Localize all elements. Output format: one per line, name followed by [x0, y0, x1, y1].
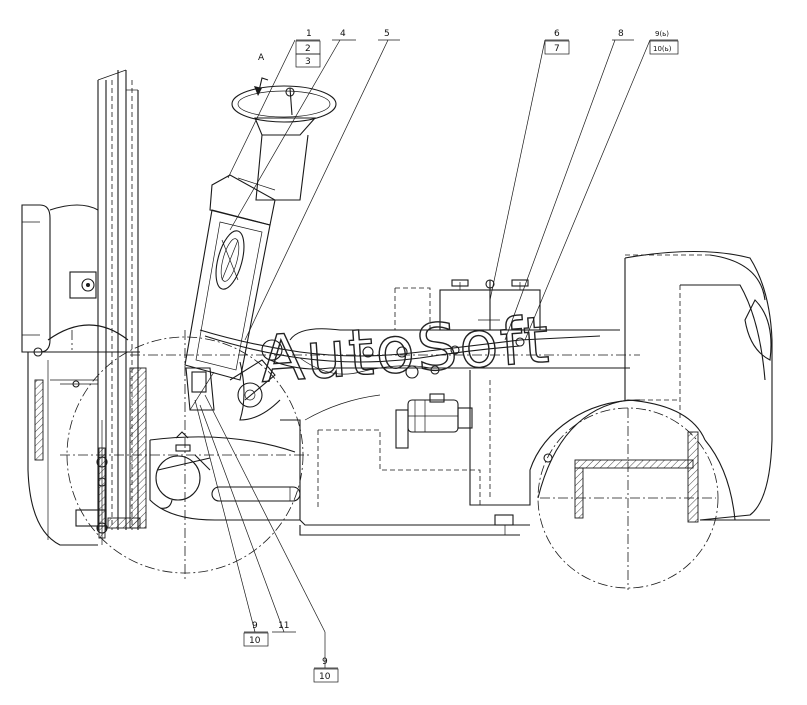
callout-9-right: 9: [322, 657, 328, 667]
dashboard-panel: [184, 209, 281, 421]
battery-area: [199, 279, 601, 379]
lift-mast: [28, 69, 141, 545]
fork-carriage: [21, 204, 129, 546]
svg-text:11: 11: [278, 621, 289, 631]
view-marker-label: A: [258, 53, 265, 63]
callout-9-left: 9: [252, 621, 258, 631]
vehicle-frame: [130, 328, 641, 536]
callout-2: 2: [305, 44, 311, 54]
callout-group-1-2-3: 1 2 3: [295, 29, 321, 68]
svg-text:8: 8: [618, 29, 624, 39]
callout-7: 7: [554, 44, 560, 54]
leader-lines: [194, 39, 651, 633]
callout-10-right: 10: [319, 672, 331, 682]
rear-wheel: [537, 399, 719, 590]
callout-group-9h-10h: 9(ь) 10(ь): [649, 30, 679, 55]
front-wheel: [60, 330, 310, 580]
callout-5: 5: [378, 29, 400, 41]
starter-motor: [395, 393, 473, 449]
callout-group-9-10-right: 9 10: [313, 632, 339, 683]
callout-6: 6: [554, 29, 560, 39]
callout-10h: 10(ь): [653, 45, 672, 53]
callout-group-9-10-left: 9 10: [243, 621, 269, 647]
svg-text:4: 4: [340, 29, 346, 39]
callout-1: 1: [306, 29, 312, 39]
callout-3: 3: [305, 57, 311, 67]
callout-10-left: 10: [249, 636, 261, 646]
counterweight: [624, 250, 773, 521]
callout-11: 11: [272, 621, 296, 633]
callout-4: 4: [332, 29, 356, 41]
watermark-text: AutoSoft: [258, 304, 553, 398]
callout-group-6-7: 6 7: [544, 29, 570, 55]
svg-text:5: 5: [384, 29, 390, 39]
callout-8: 8: [612, 29, 634, 41]
callout-9h: 9(ь): [655, 30, 669, 38]
